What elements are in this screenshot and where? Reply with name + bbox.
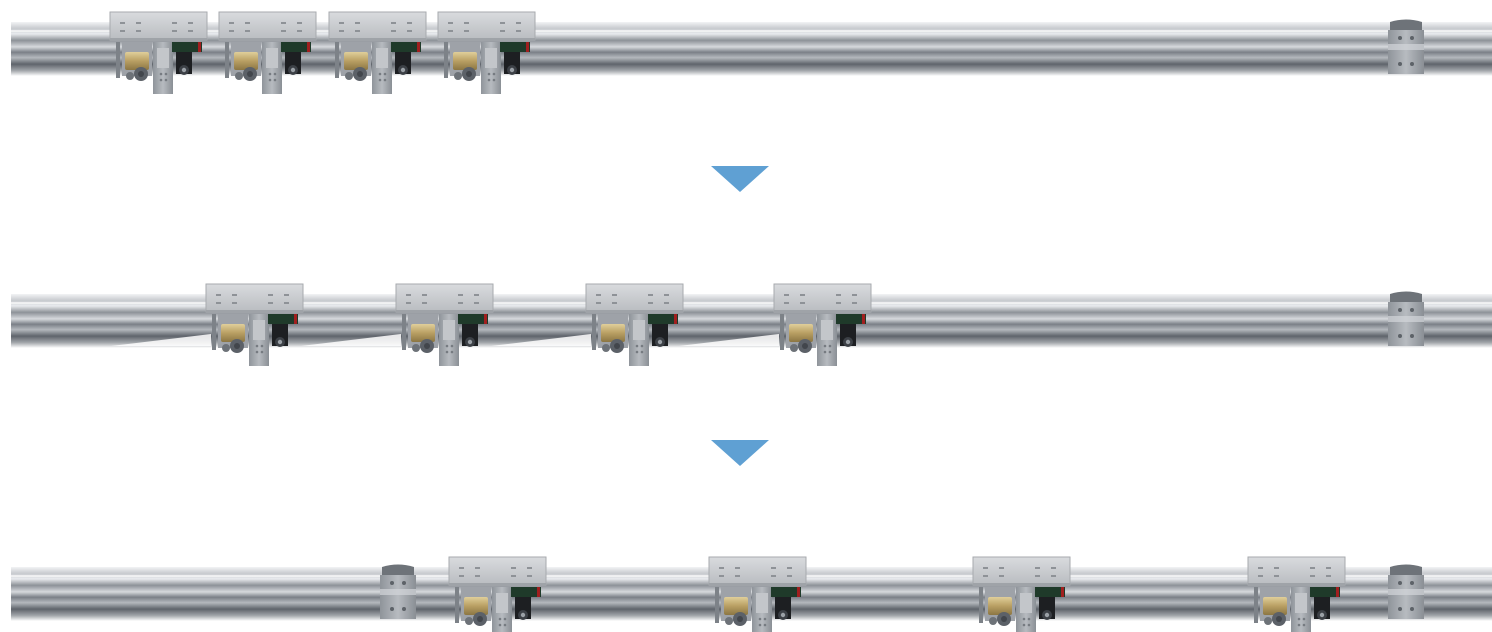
end-clamp-right	[1388, 19, 1424, 74]
rail-highlight	[11, 302, 1492, 304]
end-clamp-right	[1388, 564, 1424, 619]
motion-trail	[301, 334, 401, 346]
rail-highlight	[11, 30, 1492, 32]
motion-trail	[679, 334, 779, 346]
end-clamp-left	[380, 564, 416, 619]
stage-2	[11, 283, 1492, 367]
motion-trail	[111, 334, 211, 346]
stage-3	[11, 556, 1492, 632]
stage-1	[11, 11, 1492, 95]
down-triangle-arrow-icon	[711, 440, 769, 466]
end-clamp-right	[1388, 291, 1424, 346]
motion-trail	[491, 334, 591, 346]
down-triangle-arrow-icon	[711, 166, 769, 192]
